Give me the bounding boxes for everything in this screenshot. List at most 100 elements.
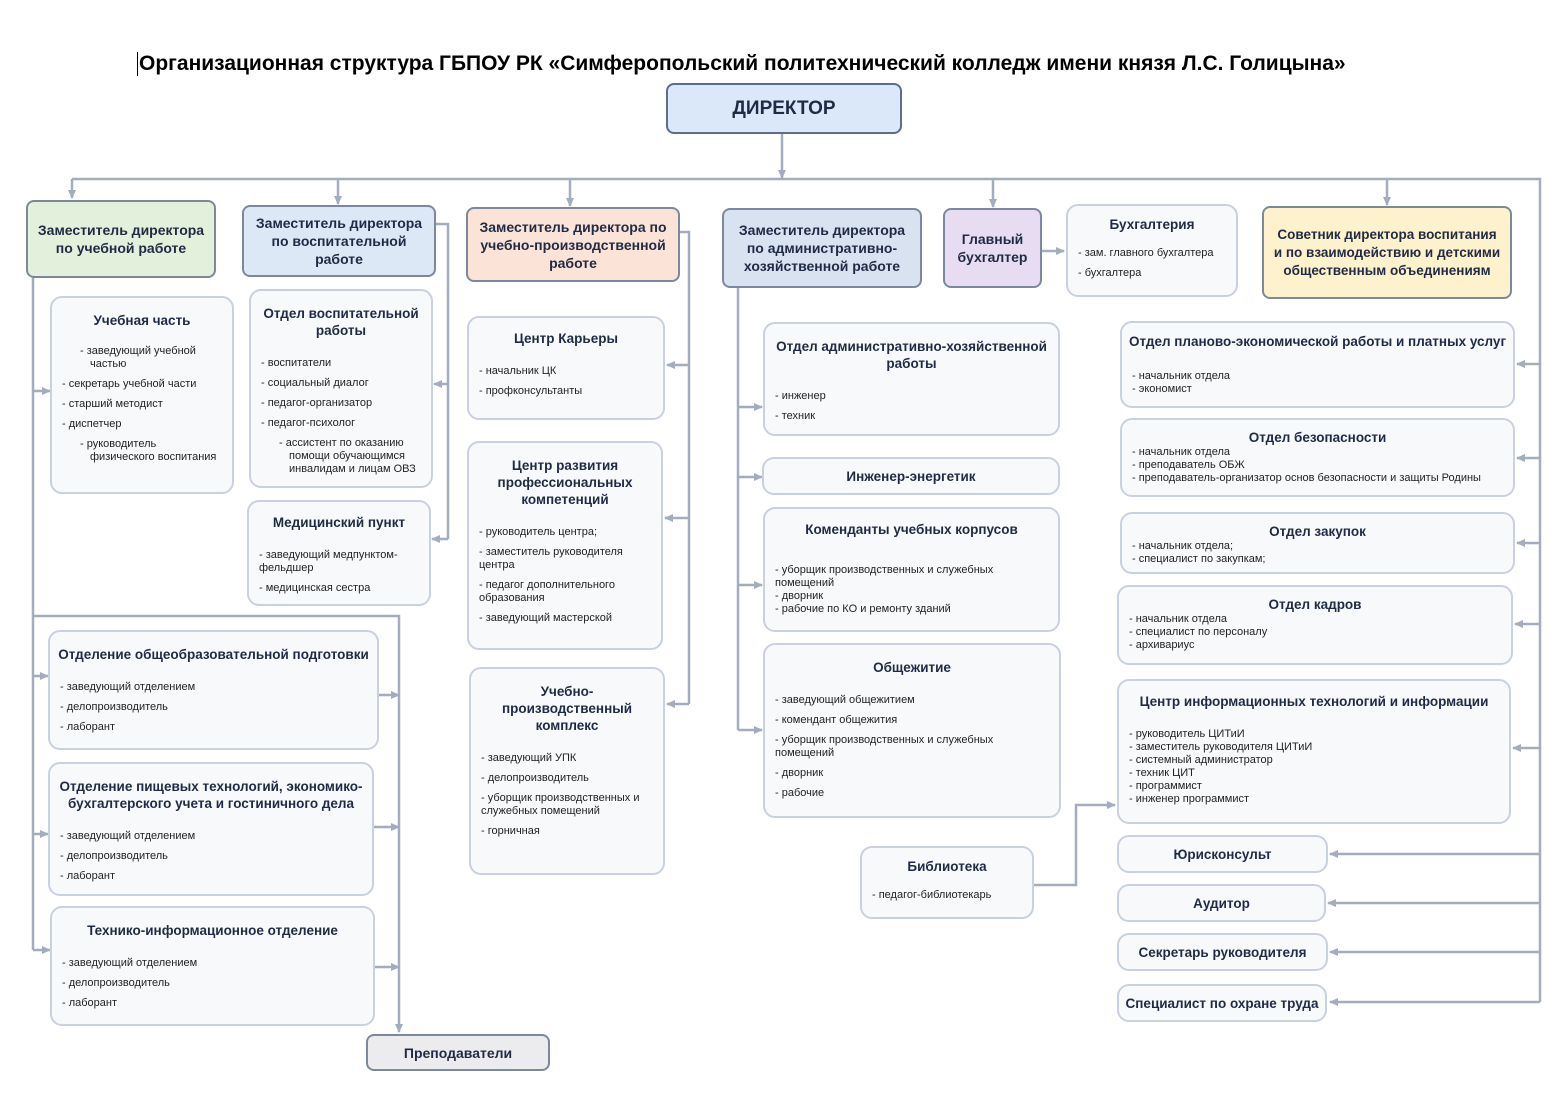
unit-medpunkt[interactable]: Медицинский пункт - заведующий медпункто… [247, 500, 431, 606]
unit-bezopasnost[interactable]: Отдел безопасности - начальник отдела - … [1120, 418, 1515, 497]
staff-item: - специалист по персоналу [1129, 626, 1268, 638]
unit-buhgalteria[interactable]: Бухгалтерия - зам. главного бухгалтера -… [1066, 204, 1238, 297]
deputy-admin-label: Заместитель директора по административно… [738, 222, 906, 274]
unit-staff-list: - начальник отдела - преподаватель ОБЖ -… [1122, 446, 1513, 485]
unit-tehniko-informacionnoe[interactable]: Технико-информационное отделение - завед… [50, 906, 375, 1026]
staff-item: - уборщик производственных и служебных п… [775, 564, 994, 589]
deputy-upbringing-box[interactable]: Заместитель директора по воспитательной … [242, 205, 436, 277]
staff-item: - зам. главного бухгалтера [1078, 247, 1214, 259]
staff-item: - педагог-психолог [261, 417, 356, 429]
unit-staff-list: - руководитель ЦИТиИ - заместитель руков… [1119, 728, 1509, 806]
unit-staff-list: - заведующий УПК - делопроизводитель - у… [471, 752, 663, 838]
unit-staff-list: - начальник отдела - специалист по персо… [1119, 613, 1511, 652]
staff-item: - преподаватель-организатор основ безопа… [1132, 472, 1481, 484]
unit-staff-list: - руководитель центра; - заместитель рук… [469, 526, 661, 625]
unit-staff-list: - начальник отдела; - специалист по заку… [1122, 540, 1513, 566]
unit-jurisconsult[interactable]: Юрисконсульт [1117, 835, 1328, 873]
staff-item: - заведующий отделением [60, 830, 196, 842]
deputy-academic-label: Заместитель директора по учебной работе [37, 222, 205, 256]
staff-item: - руководитель центра; [479, 526, 597, 538]
unit-staff-list: - воспитатели - социальный диалог - педа… [251, 357, 431, 476]
staff-item: - техник [775, 410, 816, 422]
unit-staff-list: - начальник отдела - экономист [1122, 370, 1513, 396]
staff-item: - руководитель физического воспитания [80, 438, 217, 463]
unit-staff-list: - заведующий медпунктом-фельдшер - медиц… [249, 549, 429, 595]
unit-auditor[interactable]: Аудитор [1117, 884, 1326, 922]
unit-biblioteka[interactable]: Библиотека - педагог-библиотекарь [860, 846, 1034, 919]
unit-staff-list: - начальник ЦК - профконсультанты [469, 365, 663, 398]
unit-staff-list: - заведующий отделением - делопроизводит… [50, 830, 372, 883]
staff-item: - заведующий УПК [481, 752, 577, 764]
unit-title: Технико-информационное отделение [87, 923, 338, 938]
unit-uchebnaya-chast[interactable]: Учебная часть - заведующий учебной часть… [50, 296, 234, 494]
unit-staff-list: - инженер - техник [765, 390, 1058, 423]
chief-accountant-box[interactable]: Главный бухгалтер [943, 208, 1042, 288]
unit-staff-list: - заведующий общежитием - комендант обще… [765, 694, 1059, 800]
staff-item: - медицинская сестра [259, 582, 371, 594]
director-label: ДИРЕКТОР [732, 97, 836, 119]
staff-item: - рабочие [775, 787, 825, 799]
unit-centr-kariery[interactable]: Центр Карьеры - начальник ЦК - профконсу… [467, 316, 665, 420]
deputy-production-box[interactable]: Заместитель директора по учебно-производ… [466, 207, 680, 282]
staff-item: - делопроизводитель [60, 701, 168, 713]
unit-title: Учебно-производственный комплекс [501, 684, 633, 733]
unit-title: Отдел воспитательной работы [263, 306, 419, 338]
staff-item: - уборщик производственных и служебных п… [481, 792, 640, 817]
unit-staff-list: - заведующий отделением - делопроизводит… [50, 681, 377, 734]
unit-komendanty[interactable]: Коменданты учебных корпусов - уборщик пр… [763, 507, 1060, 632]
staff-item: - профконсультанты [479, 385, 583, 397]
staff-item: - педагог дополнительного образования [479, 579, 615, 604]
unit-kadry[interactable]: Отдел кадров - начальник отдела - специа… [1117, 585, 1513, 665]
unit-ahr[interactable]: Отдел административно-хозяйственной рабо… [763, 322, 1060, 436]
deputy-admin-box[interactable]: Заместитель директора по административно… [722, 208, 922, 288]
staff-item: - делопроизводитель [62, 977, 170, 989]
staff-item: - инженер программист [1129, 793, 1250, 805]
unit-upk[interactable]: Учебно-производственный комплекс - завед… [469, 667, 665, 875]
unit-title: Бухгалтерия [1109, 217, 1195, 232]
unit-title: Инженер-энергетик [846, 468, 976, 484]
staff-item: - заведующий мастерской [479, 612, 613, 624]
unit-obshezhitie[interactable]: Общежитие - заведующий общежитием - коме… [763, 643, 1061, 818]
staff-item: - социальный диалог [261, 377, 369, 389]
deputy-production-label: Заместитель директора по учебно-производ… [479, 218, 667, 271]
staff-item: - преподаватель ОБЖ [1132, 459, 1245, 471]
unit-title: Коменданты учебных корпусов [805, 522, 1018, 537]
advisor-box[interactable]: Советник директора воспитания и по взаим… [1262, 206, 1512, 299]
staff-item: - комендант общежития [775, 714, 898, 726]
staff-item: - делопроизводитель [60, 850, 168, 862]
unit-safety-specialist[interactable]: Специалист по охране труда [1117, 984, 1327, 1022]
unit-planovo-ekonomicheskiy[interactable]: Отдел планово-экономической работы и пла… [1120, 321, 1515, 408]
unit-title: Отдел административно-хозяйственной рабо… [776, 339, 1047, 371]
staff-item: - заместитель руководителя ЦИТиИ [1129, 741, 1313, 753]
staff-item: - программист [1129, 780, 1202, 792]
unit-secretary[interactable]: Секретарь руководителя [1117, 933, 1328, 971]
staff-item: - диспетчер [62, 418, 122, 430]
staff-item: - заведующий отделением [60, 681, 196, 693]
unit-title: Библиотека [907, 859, 987, 874]
unit-zakupki[interactable]: Отдел закупок - начальник отдела; - спец… [1120, 512, 1515, 574]
staff-item: - уборщик производственных и служебных п… [775, 734, 994, 759]
unit-staff-list: - заведующий учебной частью - секретарь … [52, 345, 232, 464]
staff-item: - специалист по закупкам; [1132, 553, 1266, 565]
staff-item: - заместитель руководителя центра [479, 546, 623, 571]
unit-title: Учебная часть [93, 313, 191, 328]
staff-item: - начальник отдела; [1132, 540, 1234, 552]
unit-inzhener-energetik[interactable]: Инженер-энергетик [762, 457, 1060, 495]
unit-title: Отделение пищевых технологий, экономико-… [59, 779, 363, 811]
unit-title: Отдел безопасности [1248, 430, 1387, 445]
director-box[interactable]: ДИРЕКТОР [666, 83, 902, 134]
teachers-box[interactable]: Преподаватели [366, 1034, 550, 1071]
staff-item: - лаборант [62, 997, 118, 1009]
staff-item: - начальник ЦК [479, 365, 557, 377]
unit-citi[interactable]: Центр информационных технологий и информ… [1117, 679, 1511, 824]
unit-otdelenie-obsheobrazovatelnoy[interactable]: Отделение общеобразовательной подготовки… [48, 630, 379, 750]
unit-otdelenie-pishevyh[interactable]: Отделение пищевых технологий, экономико-… [48, 762, 374, 896]
deputy-academic-box[interactable]: Заместитель директора по учебной работе [26, 200, 216, 278]
unit-staff-list: - заведующий отделением - делопроизводит… [52, 957, 373, 1010]
unit-vospitatelnaya-rabota[interactable]: Отдел воспитательной работы - воспитател… [249, 289, 433, 488]
unit-title: Отделение общеобразовательной подготовки [58, 647, 369, 662]
connector-top-bus [72, 177, 1542, 1002]
unit-centr-razvitiya-kompetenciy[interactable]: Центр развития профессиональных компетен… [467, 441, 663, 650]
staff-item: - бухгалтера [1078, 267, 1142, 279]
